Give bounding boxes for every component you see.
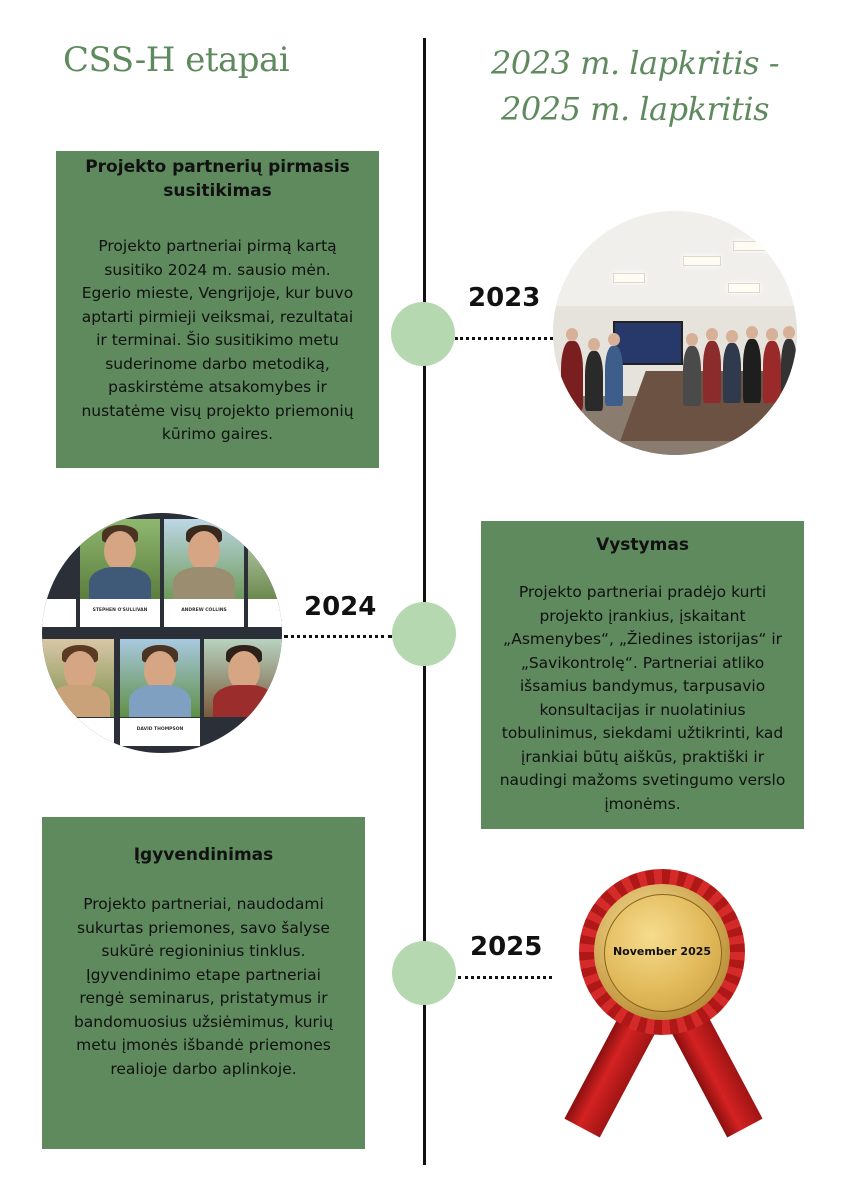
card-text: Projekto partneriai pirmą kartą susitiko…	[78, 235, 357, 447]
personas-collage: STEPHEN O'SULLIVAN ANDREW COLLINS DAVID …	[42, 513, 282, 753]
year-label: 2025	[470, 932, 542, 962]
date-range-end: 2025 m. lapkritis	[470, 86, 800, 132]
date-range-start: 2023 m. lapkritis -	[470, 40, 800, 86]
timeline-dot	[391, 302, 455, 366]
timeline-dot	[392, 941, 456, 1005]
meeting-photo	[553, 211, 797, 455]
card-title: Įgyvendinimas	[62, 843, 345, 867]
medal-label: November 2025	[604, 945, 720, 958]
year-label: 2024	[304, 592, 376, 622]
page-title: CSS-H etapai	[63, 40, 289, 80]
card-text: Projekto partneriai, naudodami sukurtas …	[62, 893, 345, 1081]
caption-name: ANDREW COLLINS	[164, 608, 244, 613]
card-title: Projekto partnerių pirmasis susitikimas	[78, 155, 357, 203]
caption-name: DAVID THOMPSON	[120, 727, 200, 732]
caption-name: STEPHEN O'SULLIVAN	[80, 608, 160, 613]
timeline-dot	[392, 602, 456, 666]
connector	[284, 635, 392, 638]
card-development: Vystymas Projekto partneriai pradėjo kur…	[481, 521, 804, 829]
card-implementation: Įgyvendinimas Projekto partneriai, naudo…	[42, 817, 365, 1149]
date-range: 2023 m. lapkritis - 2025 m. lapkritis	[470, 40, 800, 132]
card-text: Projekto partneriai pradėjo kurti projek…	[495, 581, 790, 816]
year-label: 2023	[468, 283, 540, 313]
card-title: Vystymas	[495, 533, 790, 557]
connector	[455, 337, 553, 340]
card-first-meeting: Projekto partnerių pirmasis susitikimas …	[56, 151, 379, 468]
connector	[458, 976, 552, 979]
